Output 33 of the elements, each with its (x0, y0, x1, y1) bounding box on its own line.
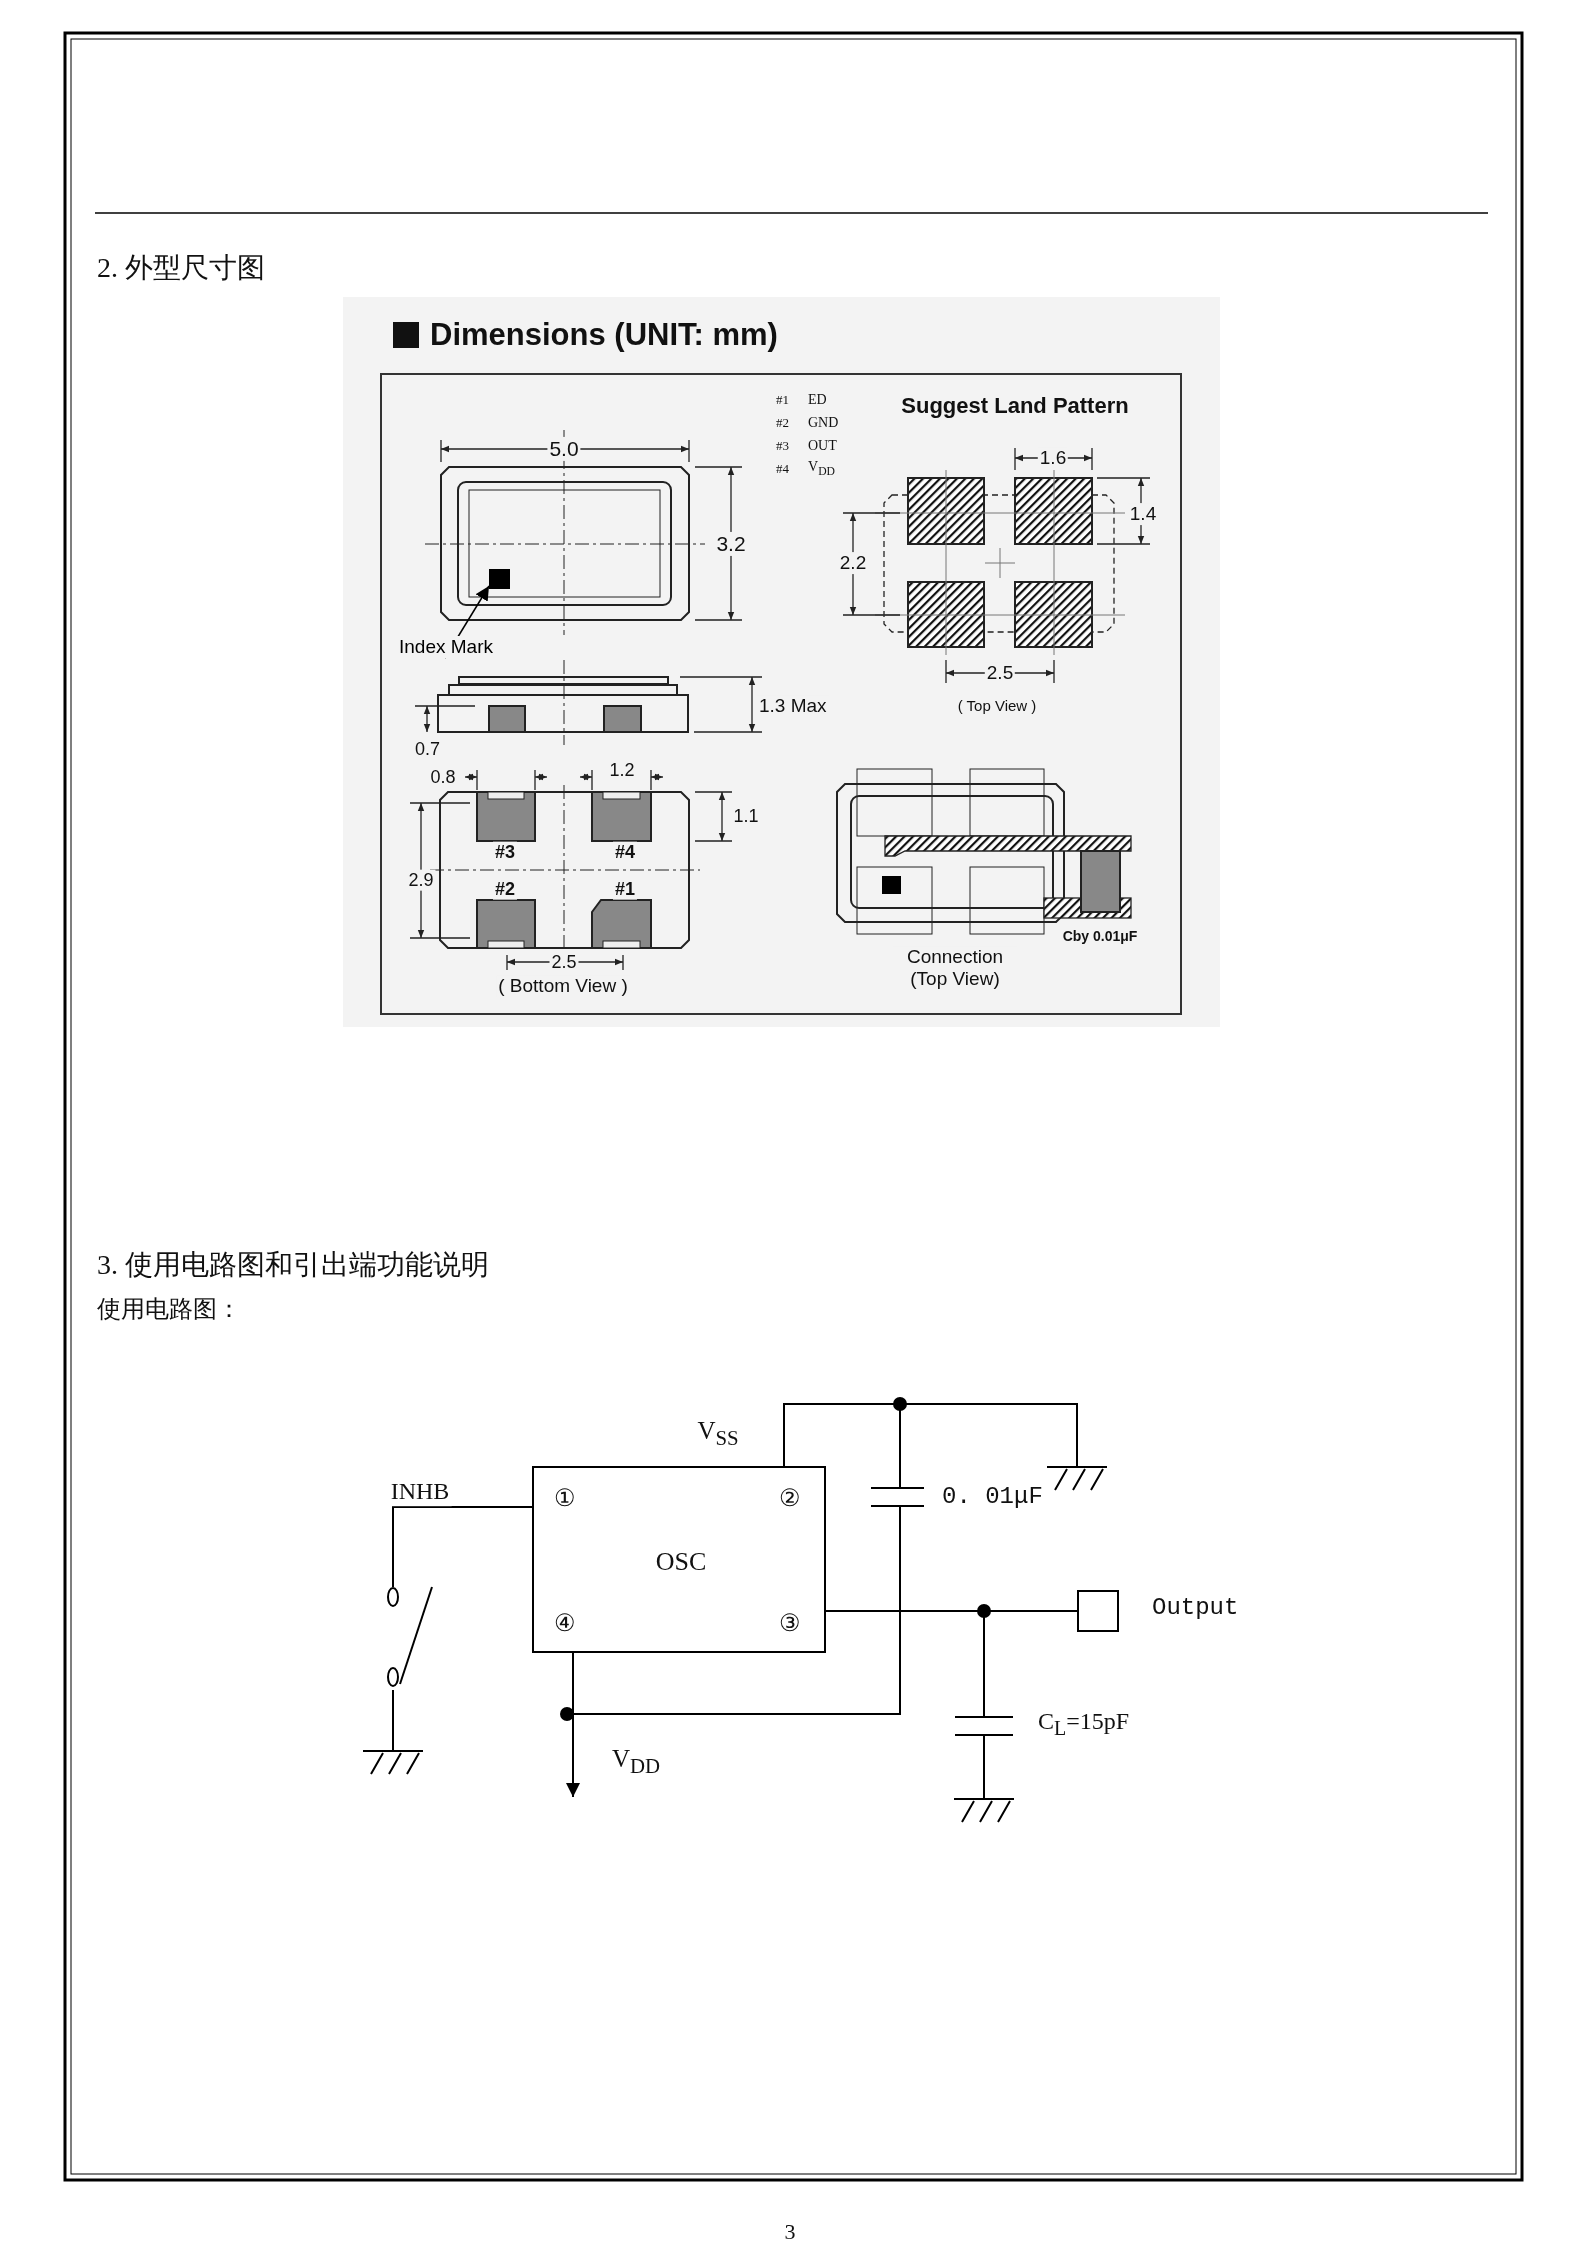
capacitor-symbol (955, 1716, 1013, 1736)
wire (392, 1689, 394, 1751)
capacitor-label: 0. 01μF (941, 1483, 1044, 1511)
subheading: 使用电路图： (96, 1296, 242, 1324)
pin-number: ① (553, 1485, 577, 1513)
pin-number: ④ (553, 1610, 577, 1638)
ground-symbol (363, 1750, 423, 1776)
component-label: OSC (654, 1547, 708, 1577)
terminal-label: Output (1151, 1594, 1240, 1622)
pin-number: ② (778, 1485, 802, 1513)
section-heading: 2. 外型尺寸图 (96, 251, 266, 285)
dimension-label: 2.2 (837, 552, 869, 574)
pin-number: ③ (778, 1610, 802, 1638)
net-label: V$_{DD}$ (610, 1745, 662, 1779)
wire (392, 1506, 533, 1588)
page-number: 3 (783, 2219, 797, 2245)
wire (572, 1506, 901, 1715)
output-terminal (1077, 1590, 1119, 1632)
ground-symbol (954, 1798, 1014, 1824)
oscillator-box (532, 1466, 826, 1653)
net-label: V$_{SS}$ (696, 1417, 740, 1451)
capacitor-symbol (871, 1487, 924, 1507)
callout-text: Index Mark (397, 636, 495, 658)
dimension-label: 5.0 (547, 436, 581, 462)
wire (983, 1735, 985, 1799)
index-mark (489, 569, 510, 589)
section-heading: 3. 使用电路图和引出端功能说明 (96, 1248, 490, 1282)
capacitor-label: Cby 0.01μF (1060, 927, 1140, 945)
view-caption: ( Top View ) (955, 697, 1039, 715)
dimension-label: 2.9 (406, 869, 436, 891)
dimension-label: 3.2 (714, 531, 748, 557)
ground-symbol (1047, 1466, 1107, 1492)
capacitor-label: C$_{L}$=15pF (1037, 1708, 1131, 1740)
